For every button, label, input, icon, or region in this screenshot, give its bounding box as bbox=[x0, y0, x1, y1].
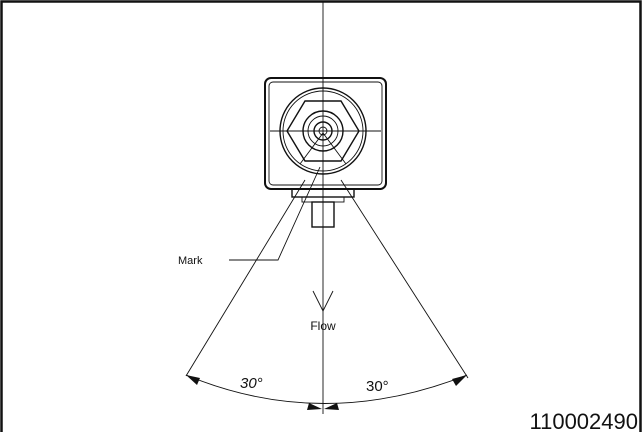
angle-dimension-arc bbox=[185, 374, 468, 404]
arc-arrow-left-end bbox=[186, 375, 200, 385]
valve-body-inner bbox=[268, 81, 383, 186]
mark-label: Mark bbox=[178, 255, 203, 267]
flow-label: Flow bbox=[310, 319, 336, 333]
hex-nut bbox=[286, 100, 360, 162]
spray-boundary-left bbox=[185, 179, 306, 377]
part-number: 110002490 bbox=[530, 409, 639, 432]
nozzle-ring-inner bbox=[307, 115, 339, 147]
stem bbox=[311, 201, 335, 228]
angle-label-right: 30° bbox=[366, 378, 389, 395]
arc-arrow-center-left bbox=[307, 403, 322, 410]
nozzle-orifice-center bbox=[318, 126, 328, 136]
outer-fitting-circle-inner bbox=[282, 90, 364, 172]
mark-leader-line bbox=[229, 166, 321, 261]
arc-arrow-center-right bbox=[324, 403, 339, 410]
angle-label-left: 30° bbox=[240, 375, 263, 392]
spray-boundary-right bbox=[340, 179, 469, 379]
mark-triangle bbox=[299, 132, 347, 165]
flow-arrow-head bbox=[312, 290, 334, 313]
nozzle-orifice bbox=[313, 121, 333, 141]
nozzle-ring bbox=[302, 110, 344, 152]
arc-arrow-right-end bbox=[452, 375, 467, 386]
outer-fitting-circle bbox=[279, 87, 367, 175]
